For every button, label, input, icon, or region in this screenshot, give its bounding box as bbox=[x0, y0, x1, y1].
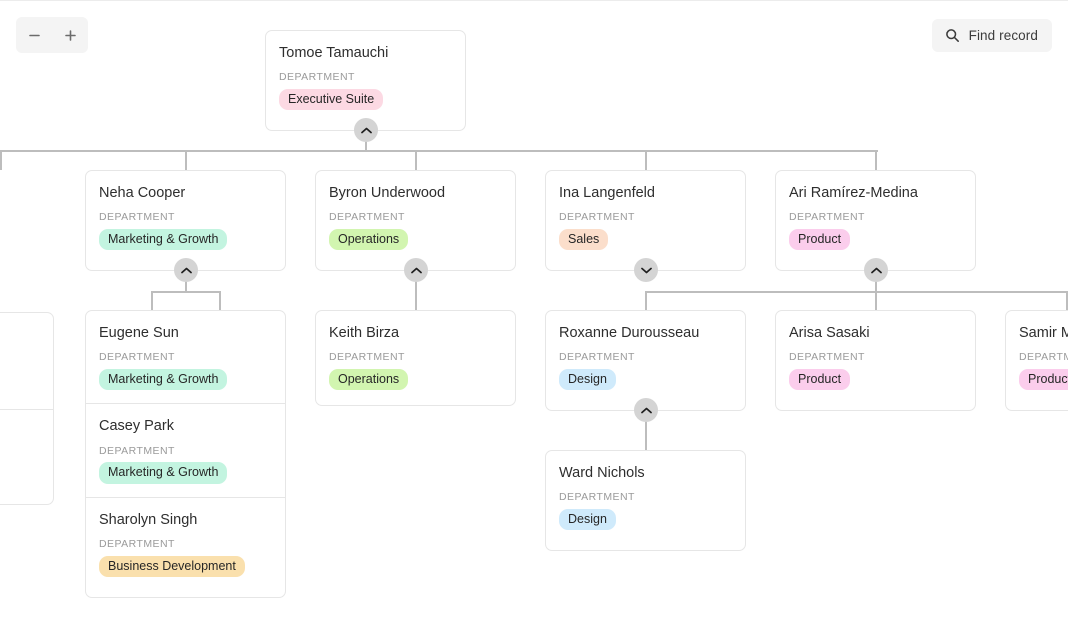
connector-drop-neha bbox=[185, 150, 187, 170]
department-tag: Business Development bbox=[99, 555, 245, 578]
card-field-label: DEPARTMENT bbox=[789, 211, 865, 224]
zoom-controls bbox=[16, 17, 88, 53]
card-field-label: DEPARTMENT bbox=[99, 444, 175, 457]
card-field-label: DEPARTMENT bbox=[789, 351, 865, 364]
department-tag: Operations bbox=[329, 368, 409, 391]
card-field-label: DEPARTMENT bbox=[99, 538, 175, 551]
department-tag: Operations bbox=[329, 228, 409, 251]
department-tag: Product bbox=[789, 228, 851, 251]
card-name: Ward Nichols bbox=[559, 465, 645, 481]
connector-neha-bus bbox=[151, 291, 221, 293]
connector-ari-drop-roxanne bbox=[645, 291, 647, 311]
card-group-arisa: Arisa Sasaki DEPARTMENT Product bbox=[775, 310, 976, 411]
card-name: Ari Ramírez-Medina bbox=[789, 185, 918, 201]
department-tag: Executive Suite bbox=[279, 88, 384, 111]
card-name: Byron Underwood bbox=[329, 185, 446, 201]
card-field-label: DEPARTMENT bbox=[559, 351, 635, 364]
card-name: Casey Park bbox=[99, 418, 174, 435]
plus-icon bbox=[64, 29, 77, 42]
card-field-label: DEPARTMENT bbox=[279, 71, 355, 84]
card-field-label: DEPARTMENT bbox=[99, 351, 175, 364]
connector-byron-stem bbox=[415, 280, 417, 311]
node-card-arisa[interactable]: Arisa Sasaki DEPARTMENT Product bbox=[776, 311, 975, 403]
card-name: Keith Birza bbox=[329, 325, 400, 341]
node-card-ari[interactable]: Ari Ramírez-Medina DEPARTMENT Product bbox=[776, 171, 975, 263]
node-card-sharolyn[interactable]: Sharolyn Singh DEPARTMENT Business Devel… bbox=[86, 496, 285, 590]
card-name: Roxanne Durousseau bbox=[559, 325, 700, 341]
node-card-ward[interactable]: Ward Nichols DEPARTMENT Design bbox=[546, 451, 745, 543]
node-card-tomoe[interactable]: Tomoe Tamauchi DEPARTMENT Executive Suit… bbox=[266, 31, 465, 123]
toggle-ina[interactable] bbox=[634, 258, 658, 282]
department-tag: Design bbox=[559, 508, 616, 531]
card-group-eugene-stack: Eugene Sun DEPARTMENT Marketing & Growth… bbox=[85, 310, 286, 598]
card-group-samir: Samir M DEPARTMENT Product bbox=[1005, 310, 1068, 411]
department-tag: Marketing & Growth bbox=[99, 462, 228, 484]
node-card-eugene[interactable]: Eugene Sun DEPARTMENT Marketing & Growth bbox=[86, 311, 285, 403]
connector-root-stem bbox=[365, 140, 367, 152]
toggle-ari[interactable] bbox=[864, 258, 888, 282]
node-card-offscreen-left-2[interactable] bbox=[0, 409, 53, 505]
card-field-label: DEPARTMENT bbox=[1019, 351, 1068, 364]
card-name: Eugene Sun bbox=[99, 325, 179, 341]
card-group-byron: Byron Underwood DEPARTMENT Operations bbox=[315, 170, 516, 271]
toggle-neha[interactable] bbox=[174, 258, 198, 282]
connector-neha-drop-right bbox=[219, 291, 221, 311]
card-group-ward: Ward Nichols DEPARTMENT Design bbox=[545, 450, 746, 551]
node-card-casey[interactable]: Casey Park DEPARTMENT Marketing & Growth bbox=[86, 403, 285, 496]
card-field-label: DEPARTMENT bbox=[559, 491, 635, 504]
node-card-byron[interactable]: Byron Underwood DEPARTMENT Operations bbox=[316, 171, 515, 263]
node-card-ina[interactable]: Ina Langenfeld DEPARTMENT Sales bbox=[546, 171, 745, 263]
node-card-roxanne[interactable]: Roxanne Durousseau DEPARTMENT Design bbox=[546, 311, 745, 403]
department-tag: Product bbox=[789, 368, 851, 391]
card-group-keith: Keith Birza DEPARTMENT Operations bbox=[315, 310, 516, 406]
card-group-roxanne: Roxanne Durousseau DEPARTMENT Design bbox=[545, 310, 746, 411]
department-tag: Marketing & Growth bbox=[99, 228, 228, 251]
node-card-keith[interactable]: Keith Birza DEPARTMENT Operations bbox=[316, 311, 515, 403]
toggle-tomoe[interactable] bbox=[354, 118, 378, 142]
connector-neha-stem bbox=[185, 280, 187, 292]
node-card-neha[interactable]: Neha Cooper DEPARTMENT Marketing & Growt… bbox=[86, 171, 285, 263]
connector-ari-drop-samir bbox=[1066, 291, 1068, 311]
connector-roxanne-stem bbox=[645, 420, 647, 451]
card-name: Tomoe Tamauchi bbox=[279, 45, 389, 61]
department-tag: Product bbox=[1019, 368, 1068, 391]
connector-root-bus bbox=[0, 150, 878, 152]
card-field-label: DEPARTMENT bbox=[329, 211, 405, 224]
connector-neha-drop-left bbox=[151, 291, 153, 311]
node-card-offscreen-left-1[interactable] bbox=[0, 313, 53, 409]
top-divider bbox=[0, 0, 1068, 1]
department-tag: Sales bbox=[559, 228, 609, 251]
card-name: Ina Langenfeld bbox=[559, 185, 655, 201]
department-tag: Marketing & Growth bbox=[99, 368, 228, 391]
card-field-label: DEPARTMENT bbox=[99, 211, 175, 224]
card-group-offscreen-left bbox=[0, 312, 54, 505]
connector-drop-ari bbox=[875, 150, 877, 170]
node-card-samir[interactable]: Samir M DEPARTMENT Product bbox=[1006, 311, 1068, 403]
toggle-byron[interactable] bbox=[404, 258, 428, 282]
card-name: Arisa Sasaki bbox=[789, 325, 870, 341]
find-record-button[interactable]: Find record bbox=[931, 19, 1052, 52]
find-record-label: Find record bbox=[968, 28, 1038, 43]
connector-drop-byron bbox=[415, 150, 417, 170]
card-group-neha: Neha Cooper DEPARTMENT Marketing & Growt… bbox=[85, 170, 286, 271]
card-name: Neha Cooper bbox=[99, 185, 186, 201]
card-group-tomoe: Tomoe Tamauchi DEPARTMENT Executive Suit… bbox=[265, 30, 466, 131]
connector-drop-ina bbox=[645, 150, 647, 170]
toggle-roxanne[interactable] bbox=[634, 398, 658, 422]
card-name: Sharolyn Singh bbox=[99, 511, 198, 528]
connector-ari-bus bbox=[645, 291, 1068, 293]
card-group-ari: Ari Ramírez-Medina DEPARTMENT Product bbox=[775, 170, 976, 271]
zoom-out-button[interactable] bbox=[16, 17, 52, 53]
zoom-in-button[interactable] bbox=[52, 17, 88, 53]
card-group-ina: Ina Langenfeld DEPARTMENT Sales bbox=[545, 170, 746, 271]
card-name: Samir M bbox=[1019, 325, 1068, 341]
connector-ari-stem bbox=[875, 280, 877, 292]
connector-drop-offscreen-left bbox=[0, 150, 2, 170]
department-tag: Design bbox=[559, 368, 616, 391]
connector-ari-drop-arisa bbox=[875, 291, 877, 311]
search-icon bbox=[945, 28, 960, 43]
card-field-label: DEPARTMENT bbox=[559, 211, 635, 224]
card-field-label: DEPARTMENT bbox=[329, 351, 405, 364]
minus-icon bbox=[28, 29, 41, 42]
